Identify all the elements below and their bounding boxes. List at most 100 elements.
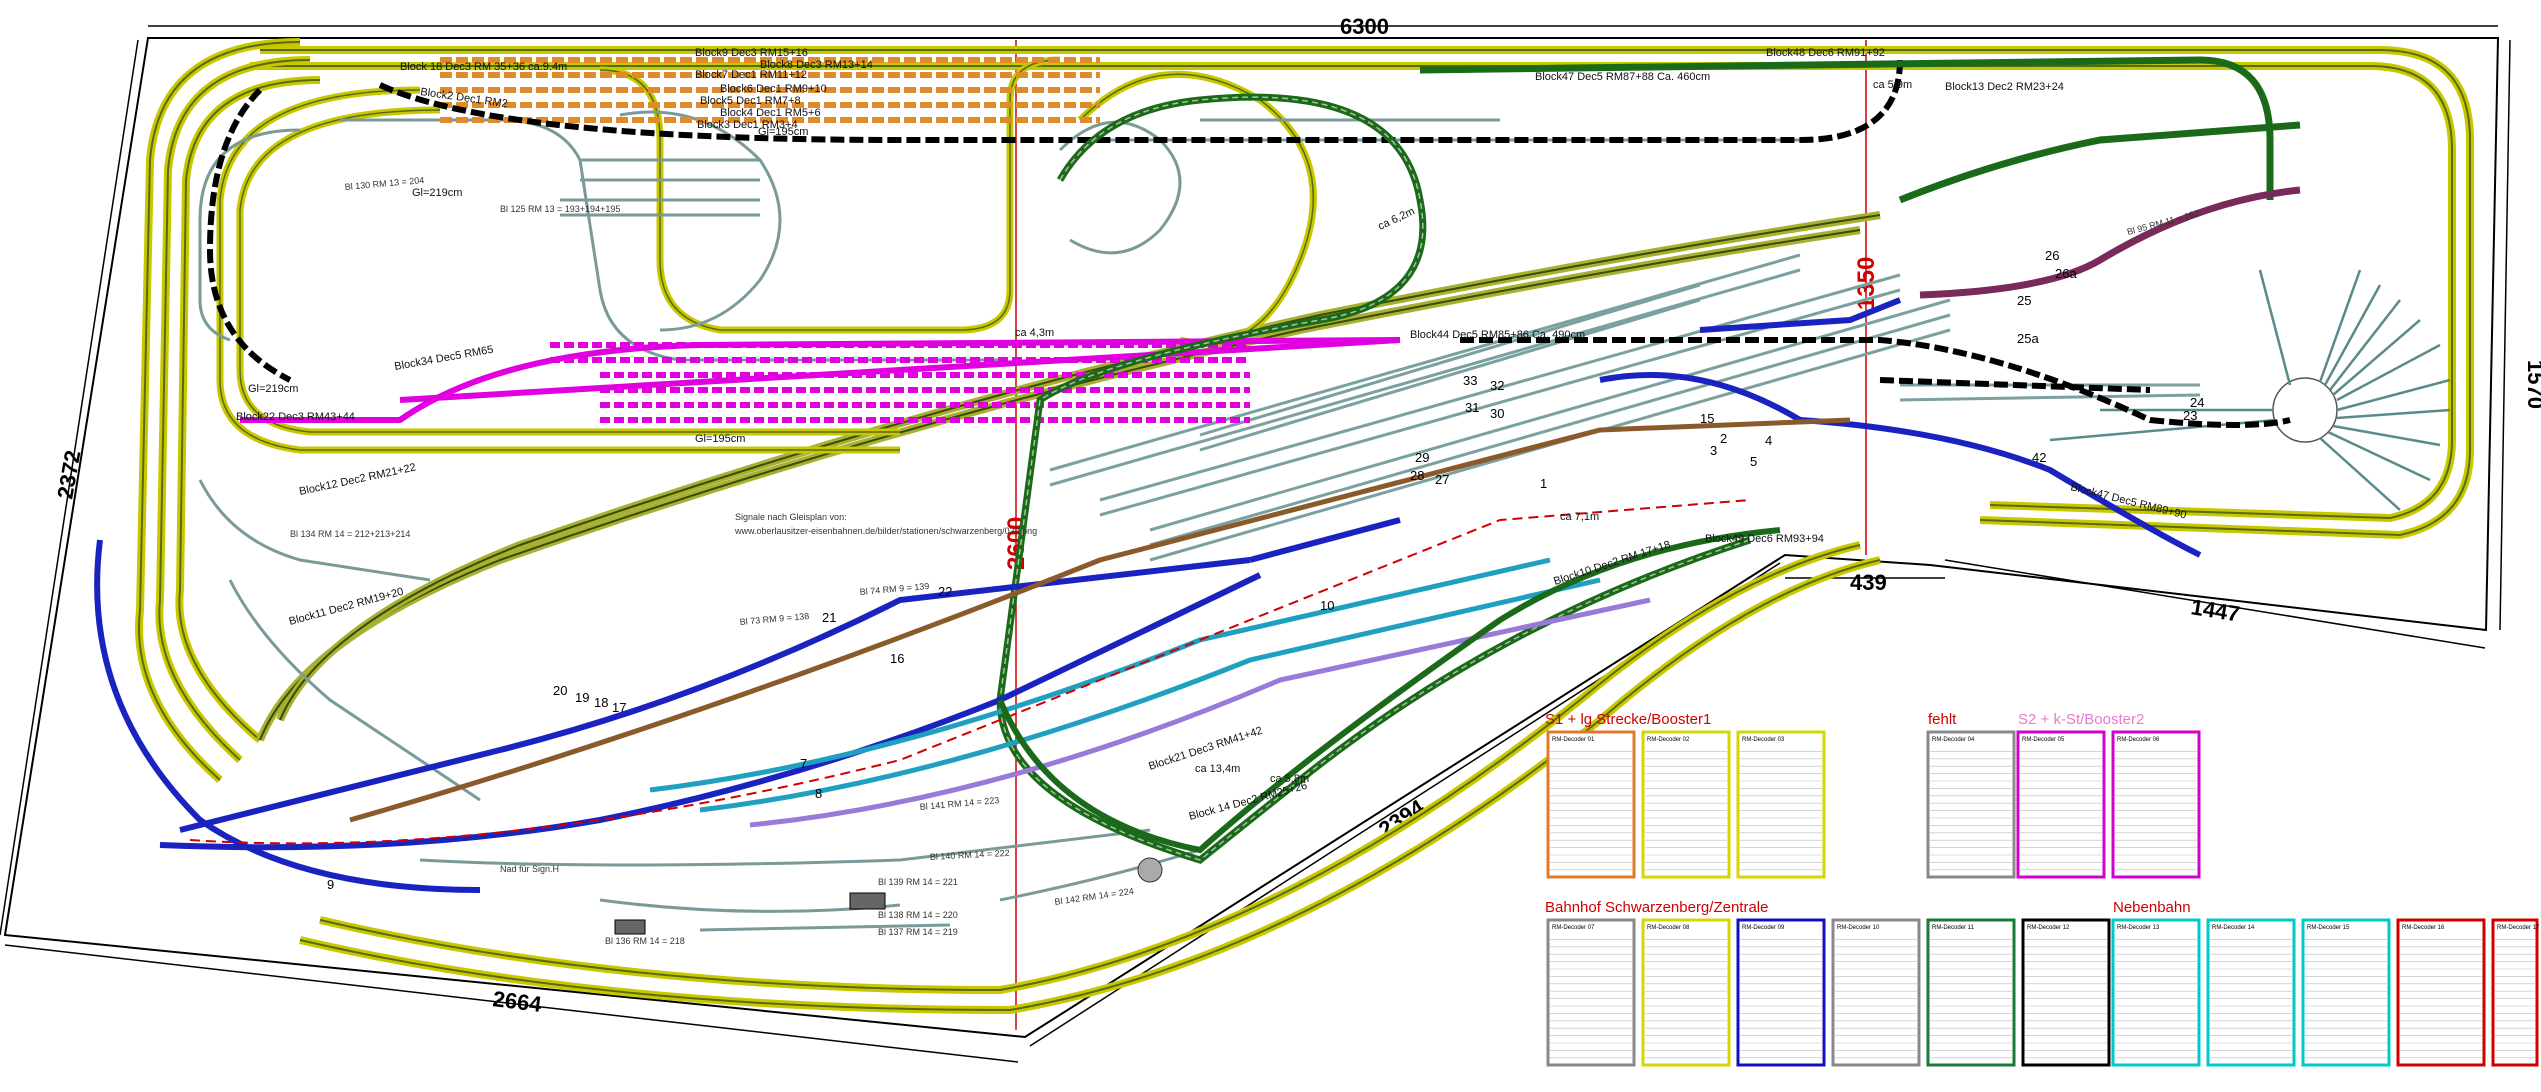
decoder-table-frame (2396, 918, 2486, 1067)
dim-line-left (0, 39, 139, 936)
decoder-table: RM-Decoder 09 (1736, 918, 1826, 1067)
block-label: Block47 Dec5 RM87+88 Ca. 460cm (1535, 71, 1710, 83)
plum-track (1919, 186, 2301, 299)
decoder-table-title: RM-Decoder 05 (2022, 737, 2065, 743)
section-title-neben: Nebenbahn (2113, 899, 2191, 916)
gleis-label: Bl 136 RM 14 = 218 (605, 936, 685, 946)
decoder-table-frame (1926, 730, 2016, 879)
track-number: 2 (1720, 431, 1727, 446)
green-track (996, 56, 2301, 864)
block-label: Block13 Dec2 RM23+24 (1945, 81, 2064, 93)
decoder-table-frame (1736, 730, 1826, 879)
gleis-label: Bl 140 RM 14 = 222 (930, 848, 1010, 862)
water-tower (1137, 857, 1163, 883)
track-number: 5 (1750, 454, 1757, 469)
block-label: Block6 Dec1 RM9+10 (720, 83, 827, 95)
decoder-table: RM-Decoder 15 (2301, 918, 2391, 1067)
decoder-table: RM-Decoder 01 (1546, 730, 1636, 879)
gl-length-label: Gl=195cm (758, 126, 808, 138)
length-label: ca 5,8m (1270, 773, 1309, 785)
gleis-label: Bl 142 RM 14 = 224 (1054, 886, 1134, 907)
cyan-tracks (649, 557, 1651, 828)
decoder-table-title: RM-Decoder 14 (2212, 925, 2255, 931)
track-number: 19 (575, 690, 589, 705)
decoder-table-frame (2301, 918, 2391, 1067)
section-title-fehlt: fehlt (1928, 711, 1957, 728)
green-bottom-track (997, 527, 1781, 854)
orange-station (440, 57, 1100, 123)
track-number: 16 (890, 651, 904, 666)
gleis-label: Bl 73 RM 9 = 138 (739, 611, 809, 627)
dim-bottom-left: 2664 (491, 986, 543, 1017)
length-label: ca 13,4m (1195, 763, 1240, 775)
signal-sign-note: Nad für Sign.H (500, 864, 559, 874)
decoder-table-frame (1926, 918, 2016, 1067)
decoder-table-frame (1736, 918, 1826, 1067)
track-number: 15 (1700, 411, 1714, 426)
gleis-label: Bl 139 RM 14 = 221 (878, 877, 958, 887)
dim-line-right (2499, 39, 2511, 631)
decoder-table: RM-Decoder 02 (1641, 730, 1731, 879)
track-number: 28 (1410, 468, 1424, 483)
decoder-table-title: RM-Decoder 04 (1932, 737, 1975, 743)
track-number: 29 (1415, 450, 1429, 465)
red-dashed-line (189, 499, 1751, 845)
block-label: Block48 Dec6 RM91+92 (1766, 47, 1885, 59)
decoder-table-title: RM-Decoder 07 (1552, 925, 1595, 931)
track-number: 26 (2045, 248, 2059, 263)
dim-top: 6300 (1340, 14, 1389, 39)
decoder-table-frame (2111, 918, 2201, 1067)
black-main-track (206, 59, 2291, 428)
decoder-table: RM-Decoder 14 (2206, 918, 2296, 1067)
dim-gap: 439 (1850, 570, 1887, 595)
block-label: Block34 Dec5 RM65 (393, 344, 494, 373)
decoder-table: RM-Decoder 17 (2491, 918, 2540, 1067)
decoder-table-frame (2206, 918, 2296, 1067)
gl-length-label: Gl=195cm (695, 433, 745, 445)
track-number: 20 (553, 683, 567, 698)
decoder-table-title: RM-Decoder 15 (2307, 925, 2350, 931)
track-number: 30 (1490, 406, 1504, 421)
decoder-table: RM-Decoder 07 (1546, 918, 1636, 1067)
block-label: Block44 Dec5 RM85+86 Ca. 490cm (1410, 329, 1585, 341)
decoder-table: RM-Decoder 12 (2021, 918, 2111, 1067)
signal-url: www.oberlausitzer-eisenbahnen.de/bilder/… (734, 526, 1037, 536)
decoder-table: RM-Decoder 05 (2016, 730, 2106, 879)
decoder-table-title: RM-Decoder 08 (1647, 925, 1690, 931)
track-number: 24 (2190, 395, 2204, 410)
track-number: 17 (612, 700, 626, 715)
track-number: 33 (1463, 373, 1477, 388)
length-label: ca 5,9m (1873, 79, 1912, 91)
gl-length-label: Gl=219cm (248, 383, 298, 395)
decoder-table-title: RM-Decoder 17 (2497, 925, 2540, 931)
block-label: Block10 Dec2 RM 17+18 (1552, 539, 1672, 588)
track-numbers: 26 26a 25 25a 24 23 33 32 31 30 29 28 27… (327, 248, 2204, 892)
track-number: 4 (1765, 433, 1772, 448)
building-left (614, 919, 646, 935)
block-label: Block22 Dec3 RM43+44 (236, 411, 355, 423)
track-number: 23 (2183, 408, 2197, 423)
gleis-label: Bl 125 RM 13 = 193+194+195 (500, 204, 620, 214)
gleis-label: Bl 138 RM 14 = 220 (878, 910, 958, 920)
block-label: Block5 Dec1 RM7+8 (700, 95, 801, 107)
length-label: ca 7,1m (1560, 511, 1599, 523)
decoder-table-frame (1641, 918, 1731, 1067)
block-label: Block49 Dec6 RM93+94 (1705, 533, 1824, 545)
brown-track (349, 417, 1851, 823)
decoder-table-title: RM-Decoder 12 (2027, 925, 2070, 931)
track-number: 10 (1320, 598, 1334, 613)
dim-left: 2372 (52, 448, 85, 501)
turntable (2049, 269, 2451, 511)
decoder-table-title: RM-Decoder 01 (1552, 737, 1595, 743)
track-number: 3 (1710, 443, 1717, 458)
section-title-s2: S2 + k-St/Booster2 (2018, 711, 2144, 728)
block-label: Block9 Dec3 RM15+16 (695, 47, 808, 59)
decoder-table: RM-Decoder 03 (1736, 730, 1826, 879)
decoder-table-title: RM-Decoder 11 (1932, 925, 1975, 931)
track-number: 32 (1490, 378, 1504, 393)
track-number: 27 (1435, 472, 1449, 487)
decoder-table-frame (1831, 918, 1921, 1067)
